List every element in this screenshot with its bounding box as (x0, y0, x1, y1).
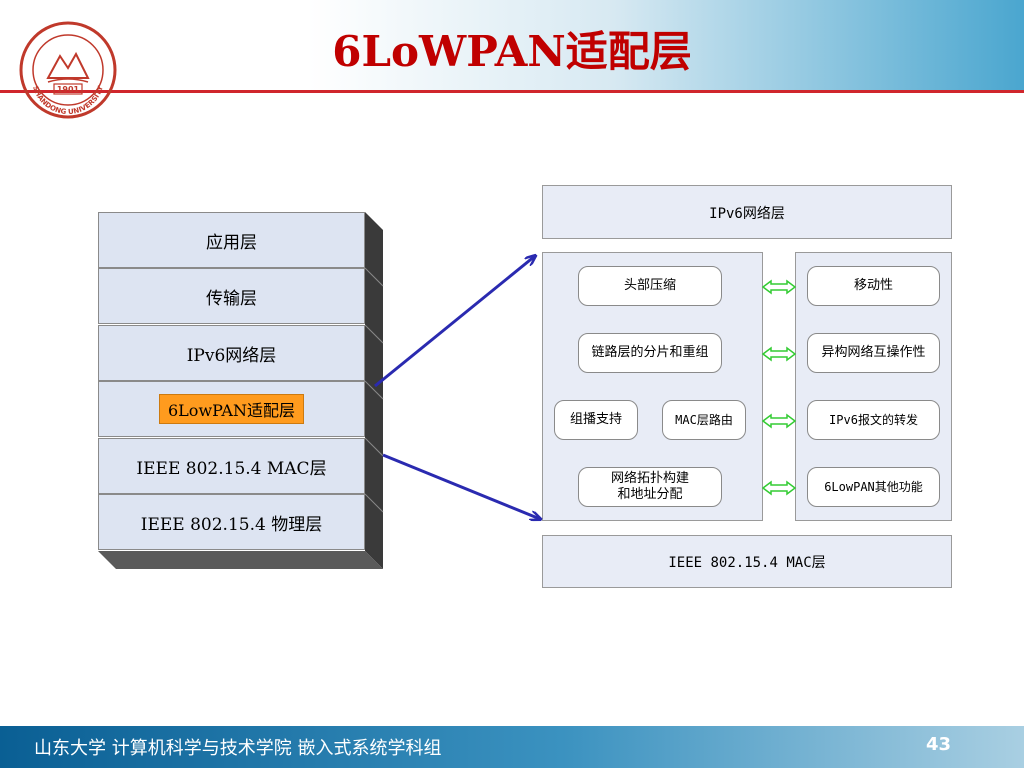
arrow-to-mac (382, 453, 540, 519)
detail-ipv6-label: IPv6网络层 (709, 206, 785, 222)
stack-bottom-face (98, 551, 383, 569)
logo-year: 1901 (57, 85, 80, 94)
header-divider (0, 90, 1024, 93)
detail-mac-box (542, 535, 952, 588)
function-ipv6-forwarding: IPv6报文的转发 (807, 400, 940, 440)
arrow-to-ipv6 (374, 256, 535, 388)
page-number: 43 (926, 734, 952, 755)
stack-layer-application: 应用层 (98, 212, 365, 268)
header-band (0, 0, 1024, 90)
function-fragmentation: 链路层的分片和重组 (578, 333, 722, 373)
double-arrow-3 (761, 413, 797, 429)
highlighted-layer-label: 6LowPAN适配层 (159, 394, 304, 424)
double-arrow-2 (761, 346, 797, 362)
footer-bar (0, 726, 1024, 768)
detail-mac-label: IEEE 802.15.4 MAC层 (668, 555, 826, 571)
function-multicast: 组播支持 (554, 400, 638, 440)
function-mobility: 移动性 (807, 266, 940, 306)
stack-layer-transport: 传输层 (98, 268, 365, 324)
function-topology: 网络拓扑构建 和地址分配 (578, 467, 722, 507)
stack-layer-phy: IEEE 802.15.4 物理层 (98, 494, 365, 550)
double-arrow-4 (761, 480, 797, 496)
stack-layer-mac: IEEE 802.15.4 MAC层 (98, 438, 365, 494)
function-interoperability: 异构网络互操作性 (807, 333, 940, 373)
function-other: 6LowPAN其他功能 (807, 467, 940, 507)
function-header-compression: 头部压缩 (578, 266, 722, 306)
stack-layer-6lowpan: 6LowPAN适配层 (98, 381, 365, 437)
university-logo: 1901 SHANDONG UNIVERSITY (19, 21, 117, 119)
detail-ipv6-box (542, 185, 952, 239)
double-arrow-1 (761, 279, 797, 295)
stack-layer-ipv6: IPv6网络层 (98, 325, 365, 381)
footer-text: 山东大学 计算机科学与技术学院 嵌入式系统学科组 (34, 738, 442, 759)
function-mac-routing: MAC层路由 (662, 400, 746, 440)
page-title: 6LoWPAN适配层 (332, 27, 692, 76)
